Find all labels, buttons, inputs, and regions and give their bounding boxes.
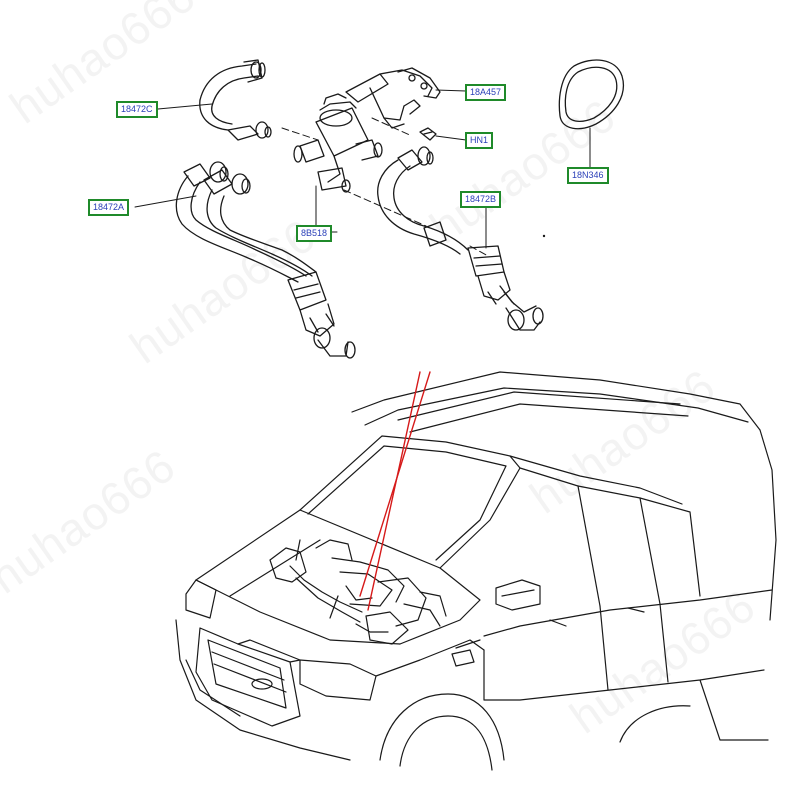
hose-18472a bbox=[175, 161, 356, 359]
marker-dot bbox=[542, 234, 546, 238]
label-18472b[interactable]: 18472B bbox=[460, 191, 502, 208]
assembly-lines bbox=[281, 117, 489, 257]
pointer-lines bbox=[359, 371, 431, 611]
bracket-18a457 bbox=[345, 67, 441, 129]
label-hn1[interactable]: HN1 bbox=[465, 132, 494, 149]
hose-18472b bbox=[377, 146, 544, 331]
valve-8b518 bbox=[293, 93, 383, 193]
label-18472c[interactable]: 18472C bbox=[116, 101, 158, 118]
hose-18472c bbox=[199, 59, 272, 141]
label-18472a[interactable]: 18472A bbox=[88, 199, 130, 216]
label-8b518[interactable]: 8B518 bbox=[296, 225, 333, 242]
label-18n346[interactable]: 18N346 bbox=[567, 167, 609, 184]
vehicle bbox=[175, 371, 777, 771]
cover-18n346 bbox=[558, 59, 624, 130]
label-18a457[interactable]: 18A457 bbox=[465, 84, 507, 101]
clip-hn1 bbox=[419, 127, 437, 141]
